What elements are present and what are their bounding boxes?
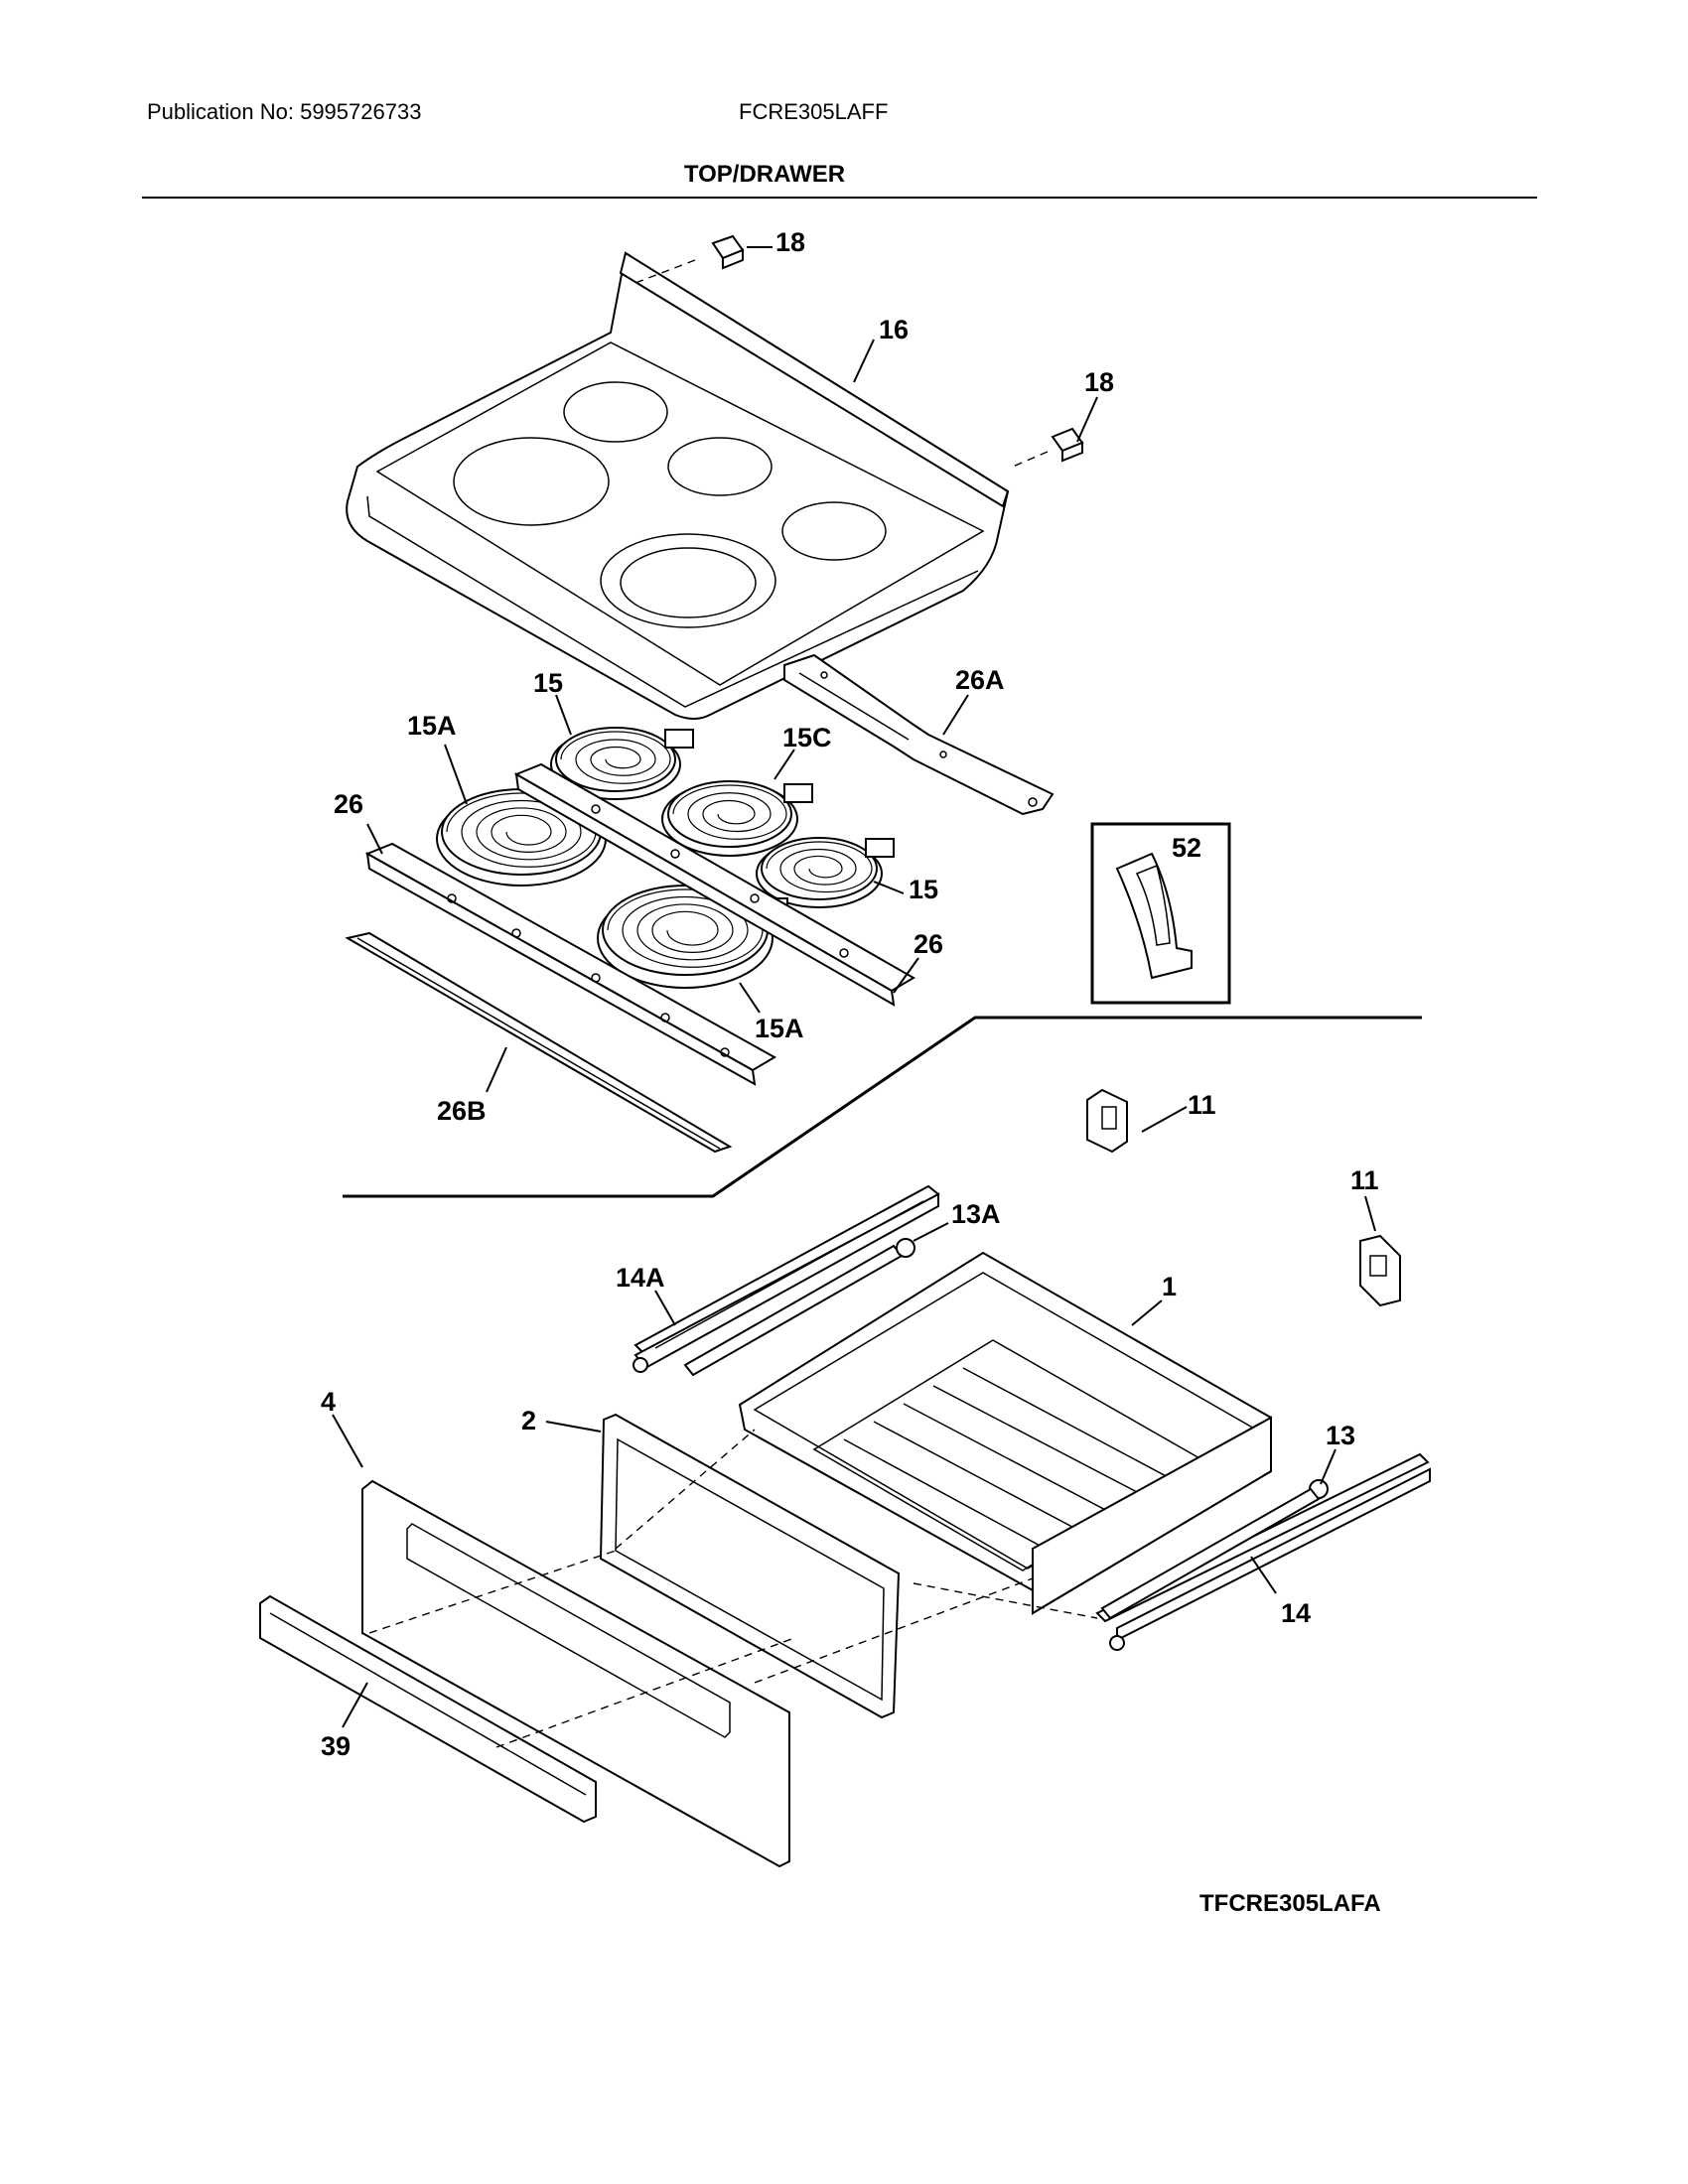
callout-26A: 26A <box>955 665 1005 695</box>
callout-15: 15 <box>533 668 563 698</box>
leader-lines <box>332 246 1376 1728</box>
drawer-front-panel-part-4[interactable] <box>361 1479 790 1868</box>
callout-15: 15 <box>909 875 938 904</box>
publication-number: Publication No: 5995726733 <box>147 99 422 124</box>
callout-13: 13 <box>1326 1421 1355 1450</box>
callout-16: 16 <box>879 315 909 344</box>
burner-ring <box>781 501 887 561</box>
section-divider <box>343 1016 1422 1198</box>
burner-support-part-26-right[interactable] <box>513 762 915 1007</box>
callout-11: 11 <box>1350 1165 1379 1195</box>
burner-ring <box>667 437 773 496</box>
model-number: FCRE305LAFF <box>739 99 889 124</box>
header-rule <box>142 197 1537 199</box>
assembly-guide-lines <box>368 1429 1098 1748</box>
callout-26: 26 <box>914 929 943 959</box>
cooktop-glass-part-16[interactable] <box>346 251 1010 720</box>
support-bracket-part-26A[interactable] <box>783 653 1055 816</box>
callout-39: 39 <box>321 1731 351 1761</box>
surface-element-part-15-small-top[interactable] <box>550 727 694 800</box>
drawer-slide-part-13A-rail[interactable] <box>683 1238 915 1377</box>
burner-ring <box>453 437 610 526</box>
bracket-part-18-right[interactable] <box>1012 427 1084 468</box>
burner-ring <box>620 547 757 618</box>
callout-14A: 14A <box>616 1263 665 1293</box>
callout-4: 4 <box>321 1387 336 1417</box>
section-title: TOP/DRAWER <box>683 161 846 188</box>
callout-14: 14 <box>1281 1598 1311 1628</box>
drawer-slide-part-14A[interactable] <box>633 1184 940 1373</box>
surface-element-part-15-small-right[interactable] <box>756 837 895 908</box>
trim-bar-part-26B[interactable] <box>345 931 733 1154</box>
burner-ring <box>563 381 668 443</box>
inset-box-part-52[interactable] <box>1090 822 1231 1005</box>
callout-18: 18 <box>775 227 805 257</box>
burner-support-part-26-left[interactable] <box>364 842 777 1086</box>
drawer-front-frame-part-2[interactable] <box>599 1413 901 1719</box>
callout-18: 18 <box>1084 367 1114 397</box>
diagram-code: TFCRE305LAFA <box>1199 1890 1381 1917</box>
callout-52: 52 <box>1172 833 1201 863</box>
burner-ring <box>600 533 776 628</box>
callout-13A: 13A <box>951 1199 1001 1229</box>
drawer-body-part-1[interactable] <box>738 1251 1272 1615</box>
bracket-part-18-top[interactable] <box>634 234 745 284</box>
callout-15A: 15A <box>407 711 457 741</box>
drawer-roller-part-13[interactable] <box>1100 1479 1329 1620</box>
callout-2: 2 <box>521 1406 536 1435</box>
callout-26: 26 <box>334 789 363 819</box>
bracket-part-11-lower[interactable] <box>1359 1234 1401 1307</box>
callout-15A: 15A <box>755 1014 804 1043</box>
callout-15C: 15C <box>782 723 832 752</box>
callout-26B: 26B <box>437 1096 487 1126</box>
callout-11: 11 <box>1188 1090 1216 1120</box>
callout-1: 1 <box>1162 1272 1177 1301</box>
surface-element-part-15C[interactable] <box>661 780 813 857</box>
drawer-handle-part-39[interactable] <box>259 1594 597 1824</box>
bracket-part-11-upper[interactable] <box>1086 1088 1128 1154</box>
